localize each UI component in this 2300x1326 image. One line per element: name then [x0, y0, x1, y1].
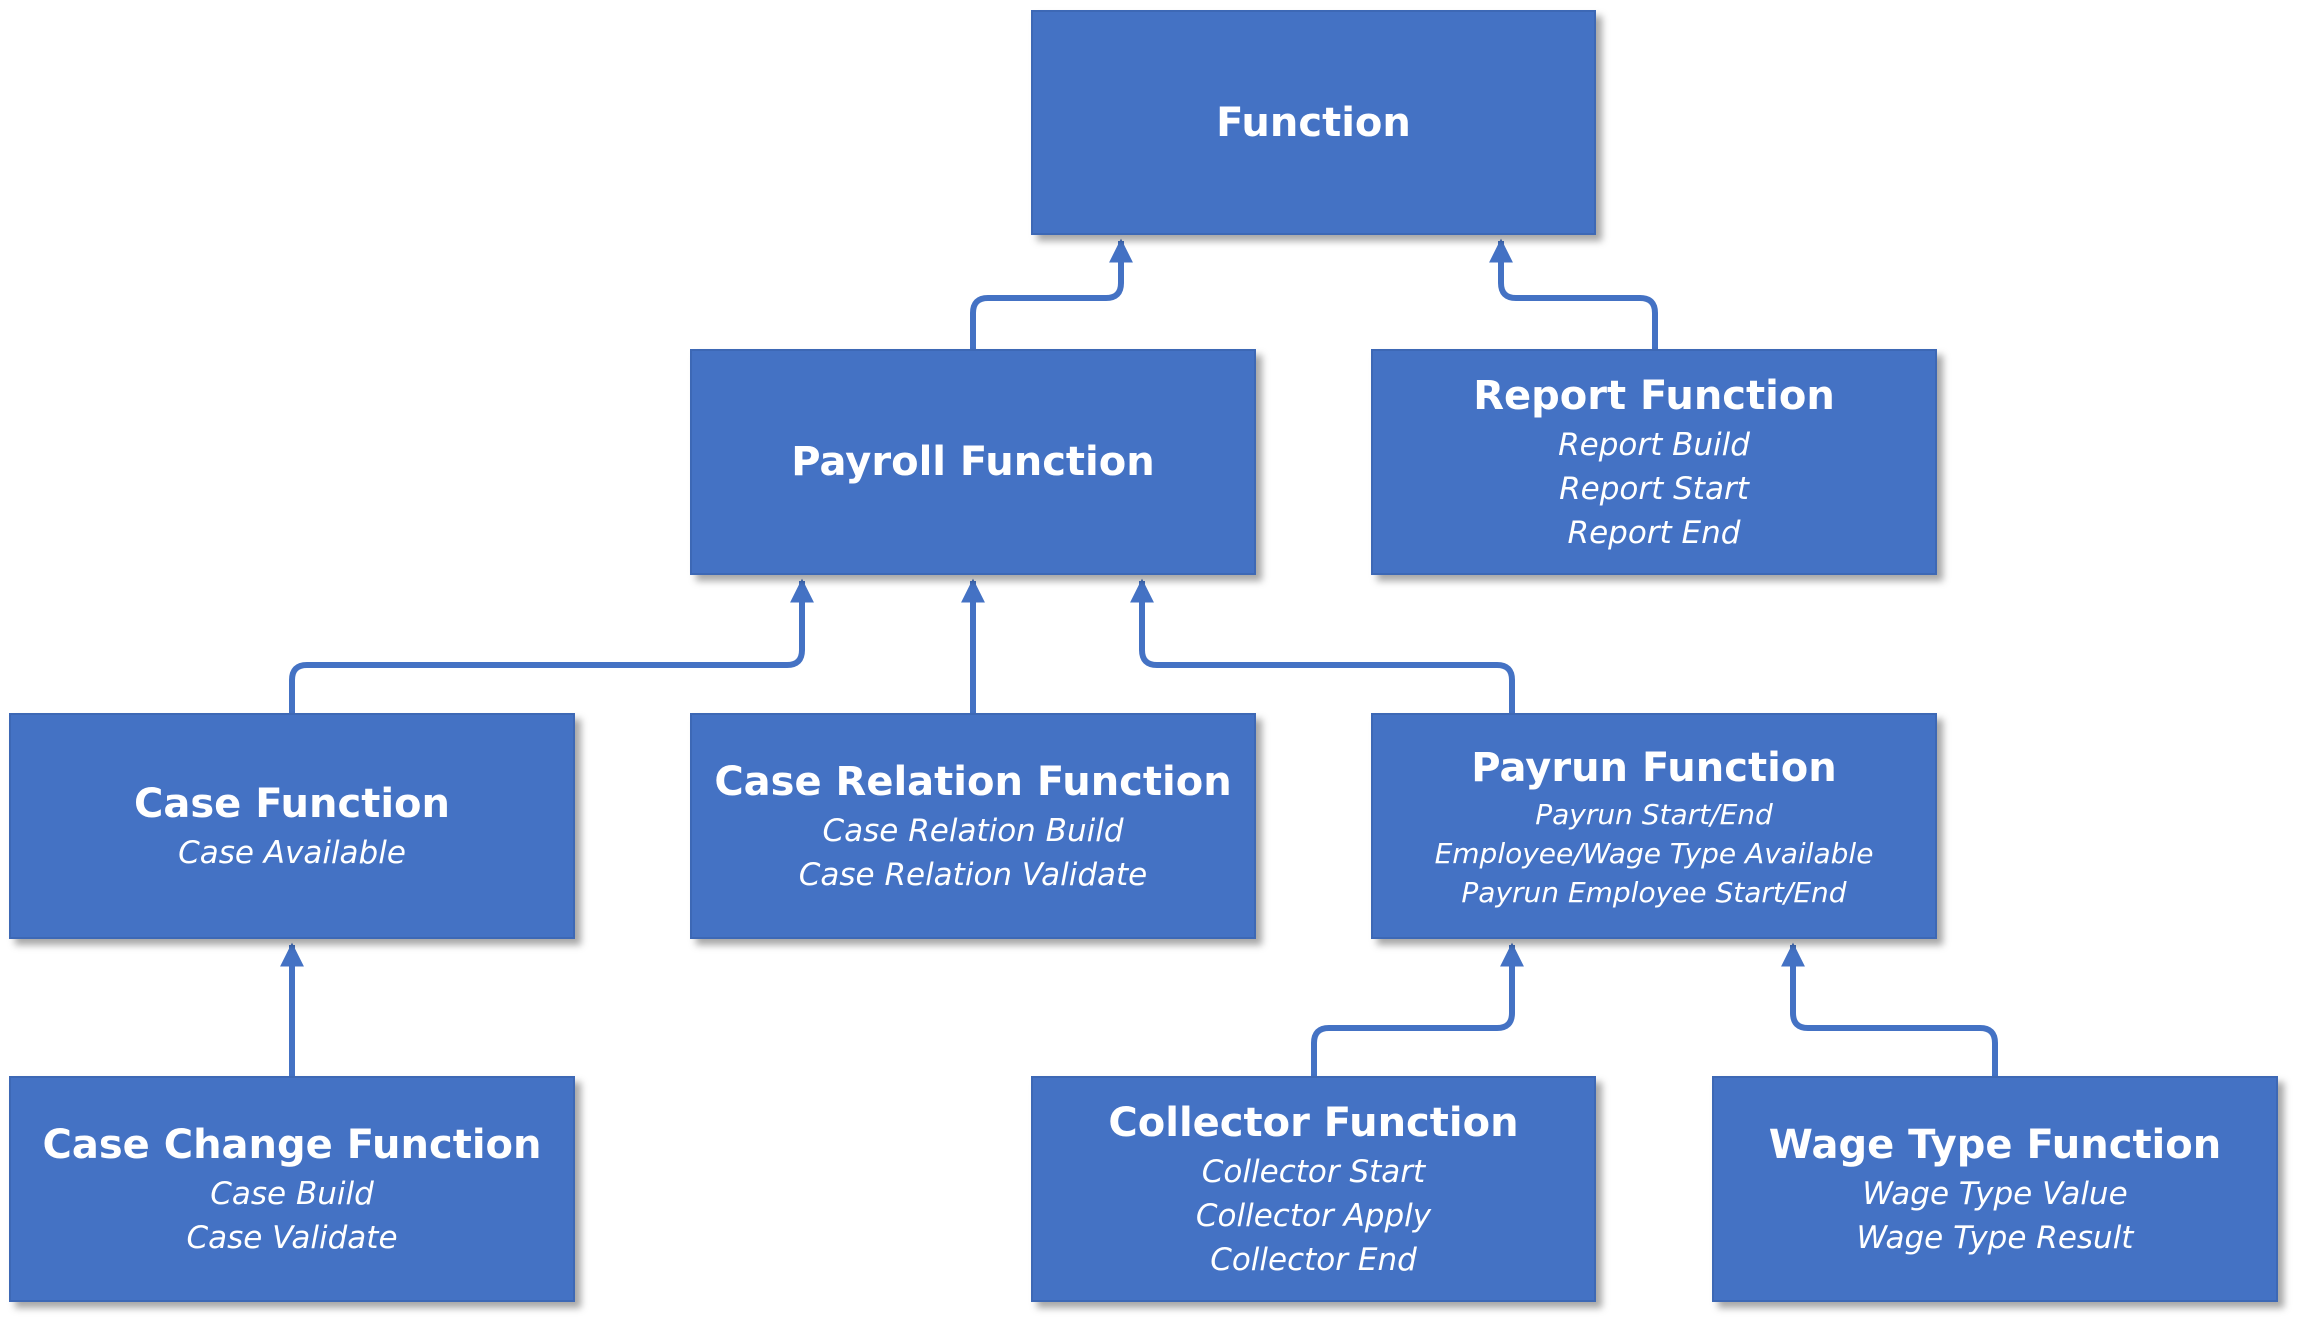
- case-change-function-item: Case Build: [210, 1176, 374, 1212]
- case-change-function-item: Case Validate: [186, 1220, 398, 1256]
- connector-payroll-to-function: [970, 238, 1133, 349]
- payroll-function-box: Payroll Function: [690, 349, 1256, 575]
- payroll-function-title: Payroll Function: [791, 439, 1155, 485]
- function-box: Function: [1031, 10, 1596, 235]
- connector-wage-type-to-payrun: [1781, 942, 1998, 1076]
- case-relation-function-title: Case Relation Function: [714, 759, 1232, 805]
- connector-collector-to-payrun: [1311, 942, 1524, 1076]
- wage-type-function-title: Wage Type Function: [1768, 1122, 2222, 1168]
- collector-function-item: Collector End: [1210, 1242, 1417, 1278]
- payrun-function-item: Employee/Wage Type Available: [1434, 836, 1874, 870]
- payrun-function-item: Payrun Employee Start/End: [1461, 875, 1847, 909]
- case-function-box: Case Function Case Available: [9, 713, 575, 939]
- connector-report-to-function: [1489, 238, 1658, 349]
- report-function-item: Report Build: [1558, 427, 1750, 463]
- case-change-function-box: Case Change Function Case Build Case Val…: [9, 1076, 575, 1302]
- wage-type-function-box: Wage Type Function Wage Type Value Wage …: [1712, 1076, 2278, 1302]
- case-relation-function-item: Case Relation Validate: [798, 857, 1148, 893]
- payrun-function-item: Payrun Start/End: [1535, 797, 1773, 831]
- collector-function-box: Collector Function Collector Start Colle…: [1031, 1076, 1596, 1302]
- report-function-item: Report Start: [1559, 471, 1749, 507]
- case-relation-function-item: Case Relation Build: [822, 813, 1124, 849]
- collector-function-item: Collector Apply: [1195, 1198, 1432, 1234]
- collector-function-title: Collector Function: [1108, 1100, 1519, 1146]
- case-function-title: Case Function: [134, 781, 450, 827]
- case-function-item: Case Available: [178, 835, 406, 871]
- case-relation-function-box: Case Relation Function Case Relation Bui…: [690, 713, 1256, 939]
- collector-function-item: Collector Start: [1201, 1154, 1426, 1190]
- report-function-box: Report Function Report Build Report Star…: [1371, 349, 1937, 575]
- report-function-title: Report Function: [1473, 373, 1835, 419]
- payrun-function-title: Payrun Function: [1471, 744, 1837, 791]
- case-change-function-title: Case Change Function: [42, 1122, 542, 1168]
- payrun-function-box: Payrun Function Payrun Start/End Employe…: [1371, 713, 1937, 939]
- report-function-item: Report End: [1567, 515, 1741, 551]
- connector-case-to-payroll: [289, 578, 814, 713]
- wage-type-function-item: Wage Type Result: [1856, 1220, 2134, 1256]
- function-title: Function: [1216, 99, 1411, 146]
- connector-payrun-to-payroll: [1130, 578, 1515, 713]
- wage-type-function-item: Wage Type Value: [1862, 1176, 2128, 1212]
